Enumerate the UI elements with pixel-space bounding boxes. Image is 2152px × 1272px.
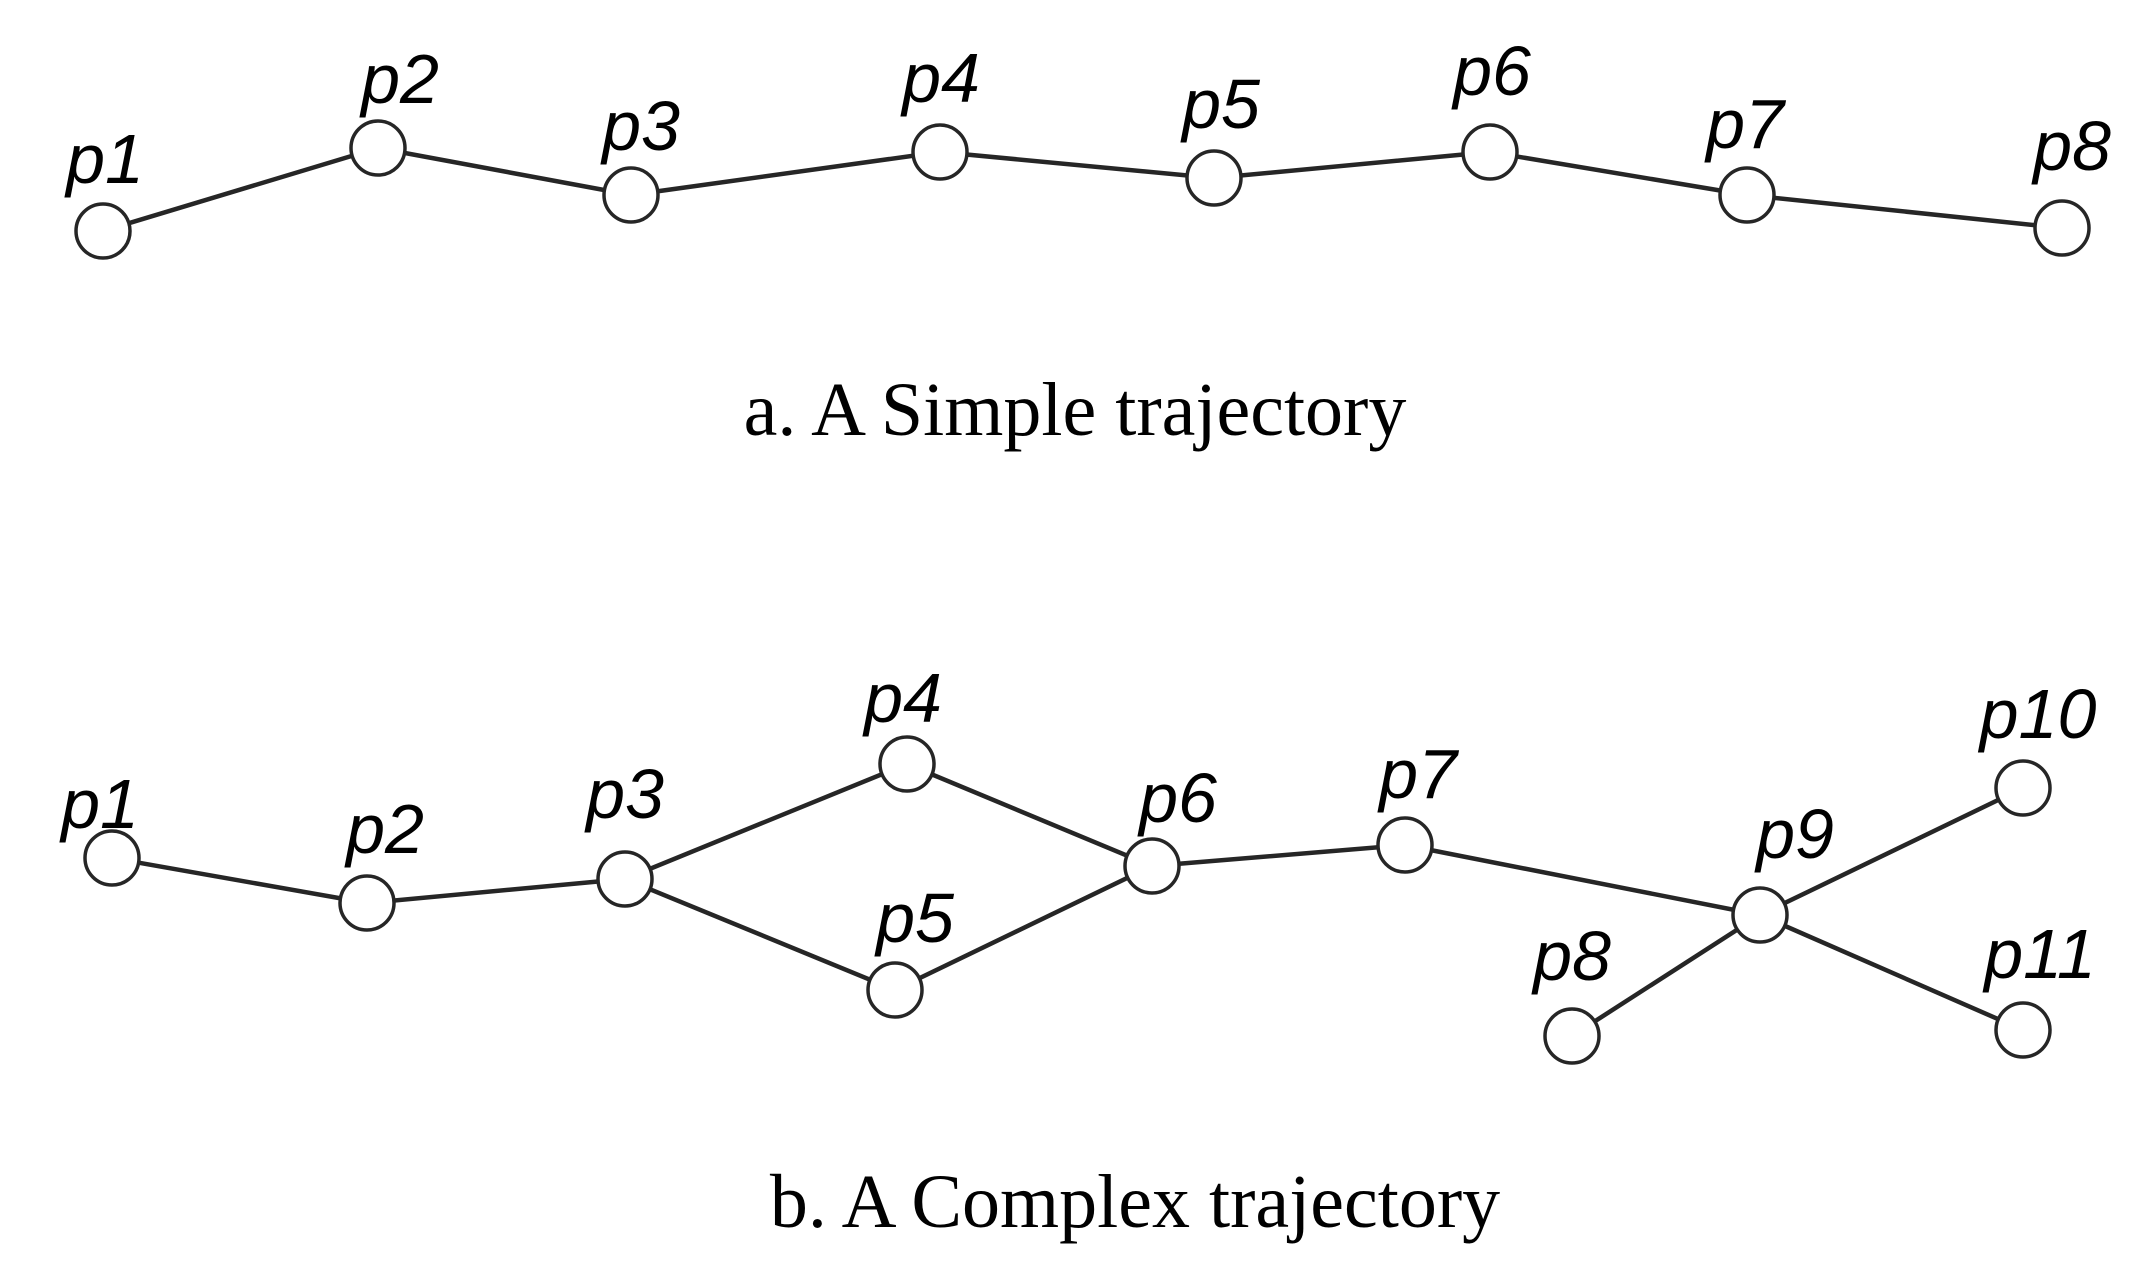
node-complex-p2 bbox=[338, 874, 396, 932]
node-label-simple-p7: p7 bbox=[1704, 85, 1787, 163]
node-simple-p1 bbox=[74, 202, 132, 260]
caption-simple: a. A Simple trajectory bbox=[744, 368, 1407, 452]
edge-complex-c6-c7 bbox=[1149, 842, 1408, 869]
node-label-simple-p6: p6 bbox=[1451, 32, 1531, 110]
node-label-simple-p5: p5 bbox=[1180, 65, 1261, 143]
node-label-simple-p4: p4 bbox=[900, 39, 980, 117]
node-label-complex-p7: p7 bbox=[1377, 735, 1460, 813]
node-label-complex-p8: p8 bbox=[1531, 917, 1611, 995]
node-simple-p8 bbox=[2033, 199, 2091, 257]
node-label-complex-p3: p3 bbox=[584, 755, 664, 833]
nodes-layer bbox=[74, 119, 2091, 1065]
node-complex-p6 bbox=[1123, 837, 1181, 895]
node-label-simple-p3: p3 bbox=[600, 87, 680, 165]
edge-complex-c7-c9 bbox=[1402, 842, 1763, 918]
node-complex-p9 bbox=[1731, 886, 1789, 944]
node-label-simple-p8: p8 bbox=[2031, 107, 2111, 185]
node-complex-p10 bbox=[1994, 759, 2052, 817]
edge-complex-c1-c2 bbox=[109, 855, 370, 906]
node-simple-p4 bbox=[911, 123, 969, 181]
node-simple-p5 bbox=[1185, 149, 1243, 207]
edge-complex-c4-c6 bbox=[904, 761, 1155, 869]
node-complex-p4 bbox=[878, 735, 936, 793]
node-complex-p5 bbox=[866, 961, 924, 1019]
node-simple-p2 bbox=[349, 119, 407, 177]
edge-simple-s5-s6 bbox=[1211, 149, 1493, 181]
caption-complex: b. A Complex trajectory bbox=[770, 1160, 1500, 1244]
edge-complex-c2-c3 bbox=[364, 876, 628, 906]
edge-complex-c8-c9 bbox=[1569, 912, 1763, 1039]
edge-complex-c9-c10 bbox=[1757, 785, 2026, 918]
labels-layer: p1 p2 p3 p4 p5 p6 p7 p8 p1 p2 p3 p4 p5 p6 p7 p8 p9 p10 p11 bbox=[59, 32, 2111, 995]
node-label-complex-p2: p2 bbox=[344, 790, 424, 868]
edge-simple-s6-s7 bbox=[1487, 149, 1750, 198]
node-simple-p3 bbox=[602, 166, 660, 224]
node-simple-p7 bbox=[1718, 166, 1776, 224]
node-complex-p7 bbox=[1376, 816, 1434, 874]
node-complex-p8 bbox=[1543, 1007, 1601, 1065]
node-label-complex-p6: p6 bbox=[1137, 759, 1217, 837]
node-complex-p1 bbox=[83, 829, 141, 887]
edge-complex-c3-c5 bbox=[622, 876, 898, 993]
node-complex-p11 bbox=[1994, 1001, 2052, 1059]
edge-complex-c3-c4 bbox=[622, 761, 910, 882]
node-label-complex-p4: p4 bbox=[862, 659, 942, 737]
edge-simple-s2-s3 bbox=[375, 145, 634, 198]
node-label-simple-p2: p2 bbox=[359, 40, 439, 118]
node-label-complex-p5: p5 bbox=[874, 879, 955, 957]
edge-complex-c5-c6 bbox=[892, 863, 1155, 993]
node-complex-p3 bbox=[596, 850, 654, 908]
node-label-simple-p1: p1 bbox=[64, 120, 144, 198]
edges-layer bbox=[100, 145, 2065, 1039]
node-label-complex-p11: p11 bbox=[1982, 915, 2096, 993]
edge-simple-s4-s5 bbox=[937, 149, 1217, 181]
edge-simple-s3-s4 bbox=[628, 149, 943, 198]
node-simple-p6 bbox=[1461, 123, 1519, 181]
edge-complex-c9-c11 bbox=[1757, 912, 2026, 1033]
node-label-complex-p10: p10 bbox=[1978, 675, 2097, 753]
node-label-complex-p1: p1 bbox=[59, 765, 139, 843]
edge-simple-s1-s2 bbox=[100, 145, 381, 234]
edge-simple-s7-s8 bbox=[1744, 192, 2065, 231]
node-label-complex-p9: p9 bbox=[1754, 795, 1834, 873]
